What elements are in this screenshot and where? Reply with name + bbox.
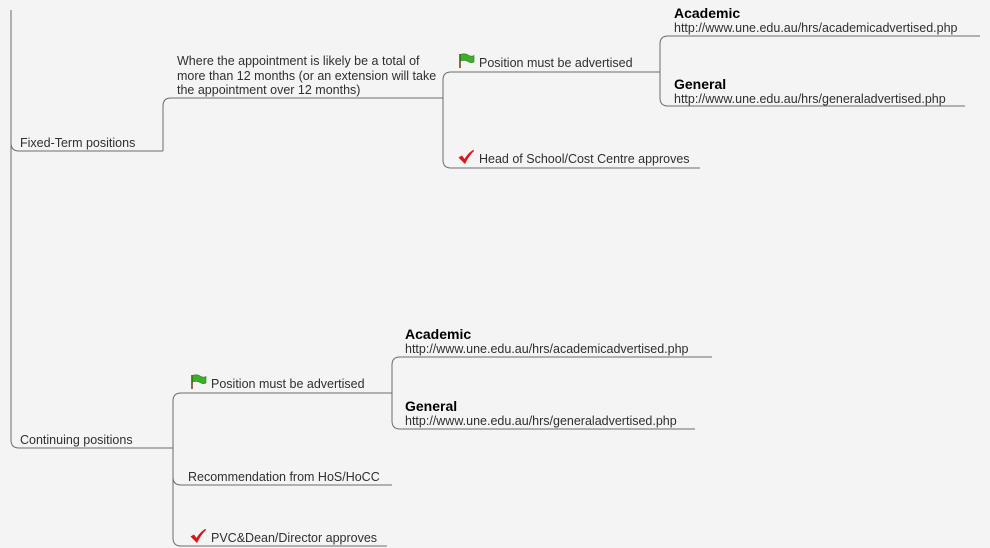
continuing-approval-label: PVC&Dean/Director approves [211, 531, 378, 545]
fixed-term-academic-title: Academic [674, 5, 741, 21]
fixed-term-academic-link[interactable]: http://www.une.edu.au/hrs/academicadvert… [674, 21, 958, 35]
continuing-recommendation-topic[interactable]: Recommendation from HoS/HoCC [188, 470, 380, 485]
continuing-advertise-label: Position must be advertised [211, 377, 365, 391]
red-check-icon [457, 149, 475, 169]
fixed-term-general-link[interactable]: http://www.une.edu.au/hrs/generaladverti… [674, 92, 946, 106]
continuing-to-approval-line [172, 448, 387, 547]
fixed-term-condition-label: Where the appointment is likely be a tot… [177, 54, 437, 97]
fixed-term-approval-label: Head of School/Cost Centre approves [479, 152, 690, 166]
continuing-academic-title: Academic [405, 326, 472, 342]
fixed-term-label: Fixed-Term positions [20, 136, 136, 150]
fixed-term-general-title: General [674, 76, 727, 92]
advertise-to-academic-line [659, 35, 980, 72]
condition-to-advertise-line [442, 71, 660, 98]
continuing-to-advertise-line [172, 392, 392, 448]
fixed-term-approval-topic[interactable]: Head of School/Cost Centre approves [457, 149, 690, 169]
fixed-term-to-condition-line [162, 97, 443, 151]
cont-advertise-to-general-line [391, 393, 695, 430]
fixed-term-advertise-label: Position must be advertised [479, 56, 633, 70]
condition-to-approval-line [442, 98, 700, 169]
red-check-icon [189, 528, 207, 548]
continuing-advertise-topic[interactable]: Position must be advertised [189, 374, 365, 394]
fixed-term-general-topic[interactable]: General http://www.une.edu.au/hrs/genera… [674, 76, 946, 107]
fixed-term-condition-topic[interactable]: Where the appointment is likely be a tot… [177, 54, 437, 98]
continuing-general-link[interactable]: http://www.une.edu.au/hrs/generaladverti… [405, 414, 677, 428]
continuing-recommendation-label: Recommendation from HoS/HoCC [188, 470, 380, 484]
continuing-general-title: General [405, 398, 458, 414]
fixed-term-academic-topic[interactable]: Academic http://www.une.edu.au/hrs/acade… [674, 5, 958, 36]
advertise-to-general-line [659, 72, 965, 107]
continuing-academic-link[interactable]: http://www.une.edu.au/hrs/academicadvert… [405, 342, 689, 356]
continuing-topic[interactable]: Continuing positions [20, 433, 133, 448]
continuing-approval-topic[interactable]: PVC&Dean/Director approves [189, 528, 377, 548]
continuing-label: Continuing positions [20, 433, 133, 447]
trunk-line [10, 10, 173, 449]
continuing-general-topic[interactable]: General http://www.une.edu.au/hrs/genera… [405, 398, 677, 429]
continuing-academic-topic[interactable]: Academic http://www.une.edu.au/hrs/acade… [405, 326, 689, 357]
fixed-term-branch-line [10, 142, 163, 152]
green-flag-icon [189, 374, 207, 394]
fixed-term-topic[interactable]: Fixed-Term positions [20, 136, 135, 151]
green-flag-icon [457, 53, 475, 73]
fixed-term-advertise-topic[interactable]: Position must be advertised [457, 53, 633, 73]
cont-advertise-to-academic-line [391, 356, 712, 393]
